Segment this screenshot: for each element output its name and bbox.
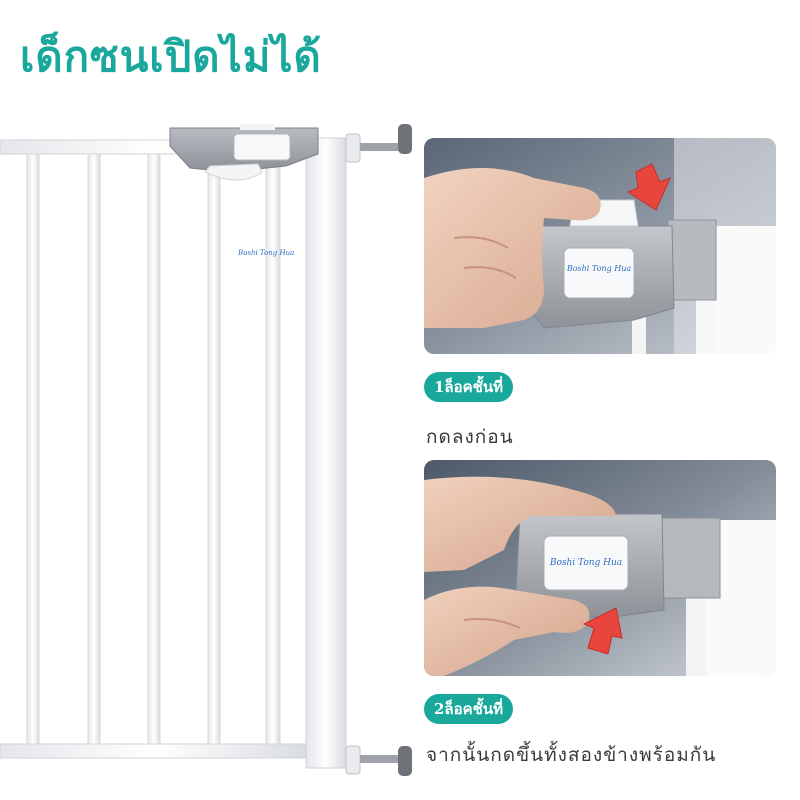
step-2-caption: จากนั้นกดขึ้นทั้งสองข้างพร้อมกัน: [426, 744, 717, 766]
step-2-photo: Boshi Tong Hua: [424, 460, 776, 676]
gate-brand-label: Boshi Tong Hua: [238, 249, 295, 257]
press-down-arrow-icon: [626, 163, 671, 211]
press-up-arrow-icon: [582, 607, 623, 655]
step-1-photo: Boshi Tong Hua: [424, 138, 776, 354]
step-2-photo-brand-label: Boshi Tong Hua: [549, 558, 623, 568]
step-1-photo-brand-label: Boshi Tong Hua: [566, 264, 632, 273]
baby-gate-illustration: Boshi Tong Hua: [0, 110, 420, 800]
step-1-badge: 1ล็อคชั้นที่: [424, 372, 513, 402]
page-title: เด็กซนเปิดไม่ได้: [20, 32, 322, 81]
step-2-badge: 2ล็อคชั้นที่: [424, 694, 513, 724]
step-1-caption: กดลงก่อน: [426, 426, 514, 448]
